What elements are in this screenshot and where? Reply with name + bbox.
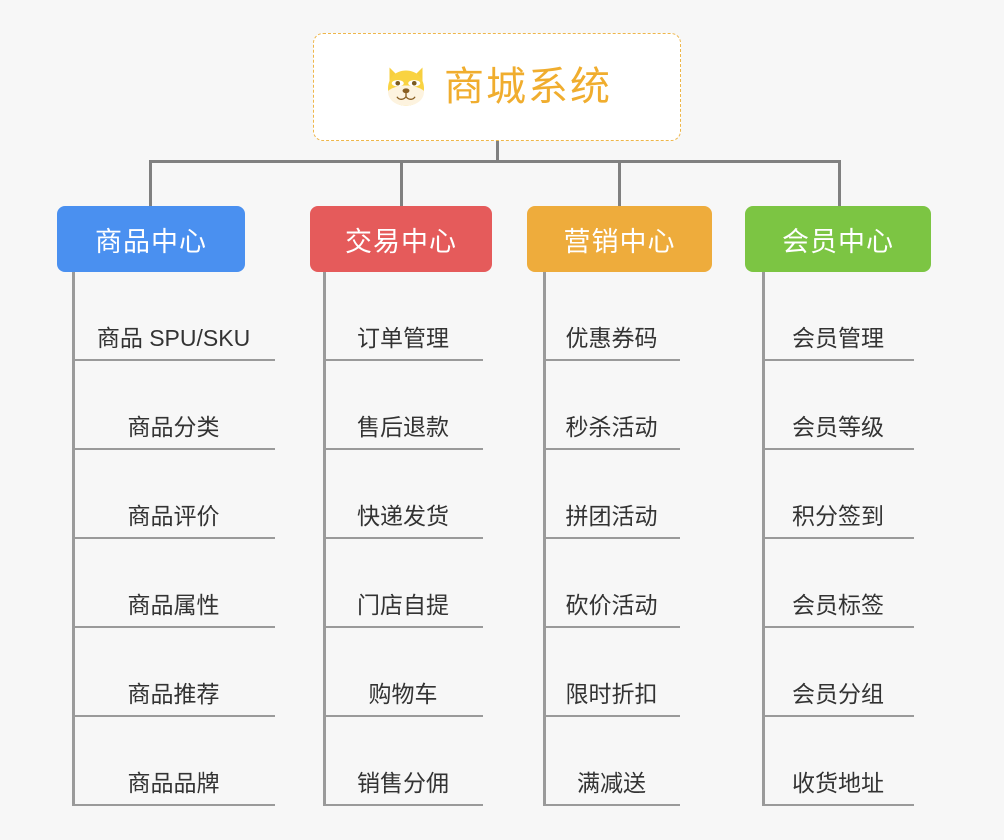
leaf-item-label: 商品品牌 [127,770,220,796]
leaf-item-label: 商品推荐 [127,681,220,707]
leaf-item-label: 满减送 [577,770,646,796]
category-header-1[interactable]: 商品中心 [57,206,245,272]
leaf-item-label: 收货地址 [792,770,884,796]
leaf-item[interactable]: 商品品牌 [72,717,275,806]
leaf-item-label: 订单管理 [357,325,449,351]
leaf-item-label: 砍价活动 [565,592,658,618]
leaf-item[interactable]: 商品推荐 [72,628,275,717]
shiba-dog-face-icon [388,67,424,106]
leaf-item[interactable]: 售后退款 [323,361,483,450]
connector-drop-2 [400,160,403,206]
leaf-item-label: 快递发货 [357,503,449,529]
category-header-label: 商品中心 [95,226,207,257]
leaf-column-stem [323,272,326,806]
leaf-item-label: 会员标签 [792,592,884,618]
leaf-item[interactable]: 收货地址 [762,717,914,806]
leaf-item[interactable]: 销售分佣 [323,717,483,806]
leaf-item[interactable]: 商品 SPU/SKU [72,272,275,361]
leaf-item[interactable]: 限时折扣 [543,628,680,717]
leaf-item[interactable]: 快递发货 [323,450,483,539]
leaf-item-label: 销售分佣 [357,770,449,796]
leaf-column-4: 会员管理会员等级积分签到会员标签会员分组收货地址 [762,272,914,806]
category-header-4[interactable]: 会员中心 [745,206,931,272]
leaf-item[interactable]: 商品分类 [72,361,275,450]
connector-root-stem [496,141,499,163]
leaf-item-label: 会员等级 [792,414,884,440]
leaf-item-label: 商品 SPU/SKU [96,325,251,351]
leaf-item-label: 限时折扣 [565,681,658,707]
leaf-column-2: 订单管理售后退款快递发货门店自提购物车销售分佣 [323,272,483,806]
root-title: 商城系统 [444,65,612,109]
leaf-item-label: 优惠券码 [565,325,658,351]
leaf-column-stem [72,272,75,806]
root-node[interactable]: 商城系统 [313,33,681,141]
leaf-item-label: 购物车 [368,681,438,707]
leaf-item[interactable]: 砍价活动 [543,539,680,628]
leaf-item-label: 拼团活动 [565,503,658,529]
category-header-3[interactable]: 营销中心 [527,206,712,272]
leaf-item-label: 门店自提 [357,592,449,618]
leaf-item[interactable]: 购物车 [323,628,483,717]
category-header-label: 营销中心 [563,226,676,257]
connector-drop-3 [618,160,621,206]
leaf-item-label: 商品属性 [127,592,220,618]
leaf-item[interactable]: 订单管理 [323,272,483,361]
leaf-item[interactable]: 商品属性 [72,539,275,628]
leaf-column-stem [762,272,765,806]
connector-drop-1 [149,160,152,206]
leaf-item[interactable]: 商品评价 [72,450,275,539]
leaf-item-label: 会员分组 [792,681,884,707]
leaf-item-label: 积分签到 [792,503,884,529]
leaf-item[interactable]: 满减送 [543,717,680,806]
leaf-item-label: 秒杀活动 [565,414,658,440]
leaf-item-label: 会员管理 [792,325,884,351]
leaf-item[interactable]: 秒杀活动 [543,361,680,450]
leaf-column-3: 优惠券码秒杀活动拼团活动砍价活动限时折扣满减送 [543,272,680,806]
leaf-column-1: 商品 SPU/SKU 商品分类商品评价商品属性商品推荐商品品牌 [72,272,275,806]
leaf-item[interactable]: 会员标签 [762,539,914,628]
category-header-2[interactable]: 交易中心 [310,206,492,272]
leaf-item[interactable]: 会员等级 [762,361,914,450]
leaf-item[interactable]: 优惠券码 [543,272,680,361]
leaf-item[interactable]: 拼团活动 [543,450,680,539]
connector-horizontal-bus [149,160,841,163]
leaf-item-label: 商品评价 [127,503,220,529]
leaf-item[interactable]: 会员管理 [762,272,914,361]
leaf-item[interactable]: 会员分组 [762,628,914,717]
leaf-column-stem [543,272,546,806]
leaf-item-label: 售后退款 [357,414,449,440]
connector-drop-4 [838,160,841,206]
leaf-item[interactable]: 积分签到 [762,450,914,539]
leaf-item-label: 商品分类 [127,414,220,440]
category-header-label: 会员中心 [782,226,894,257]
category-header-label: 交易中心 [345,226,457,257]
leaf-item[interactable]: 门店自提 [323,539,483,628]
